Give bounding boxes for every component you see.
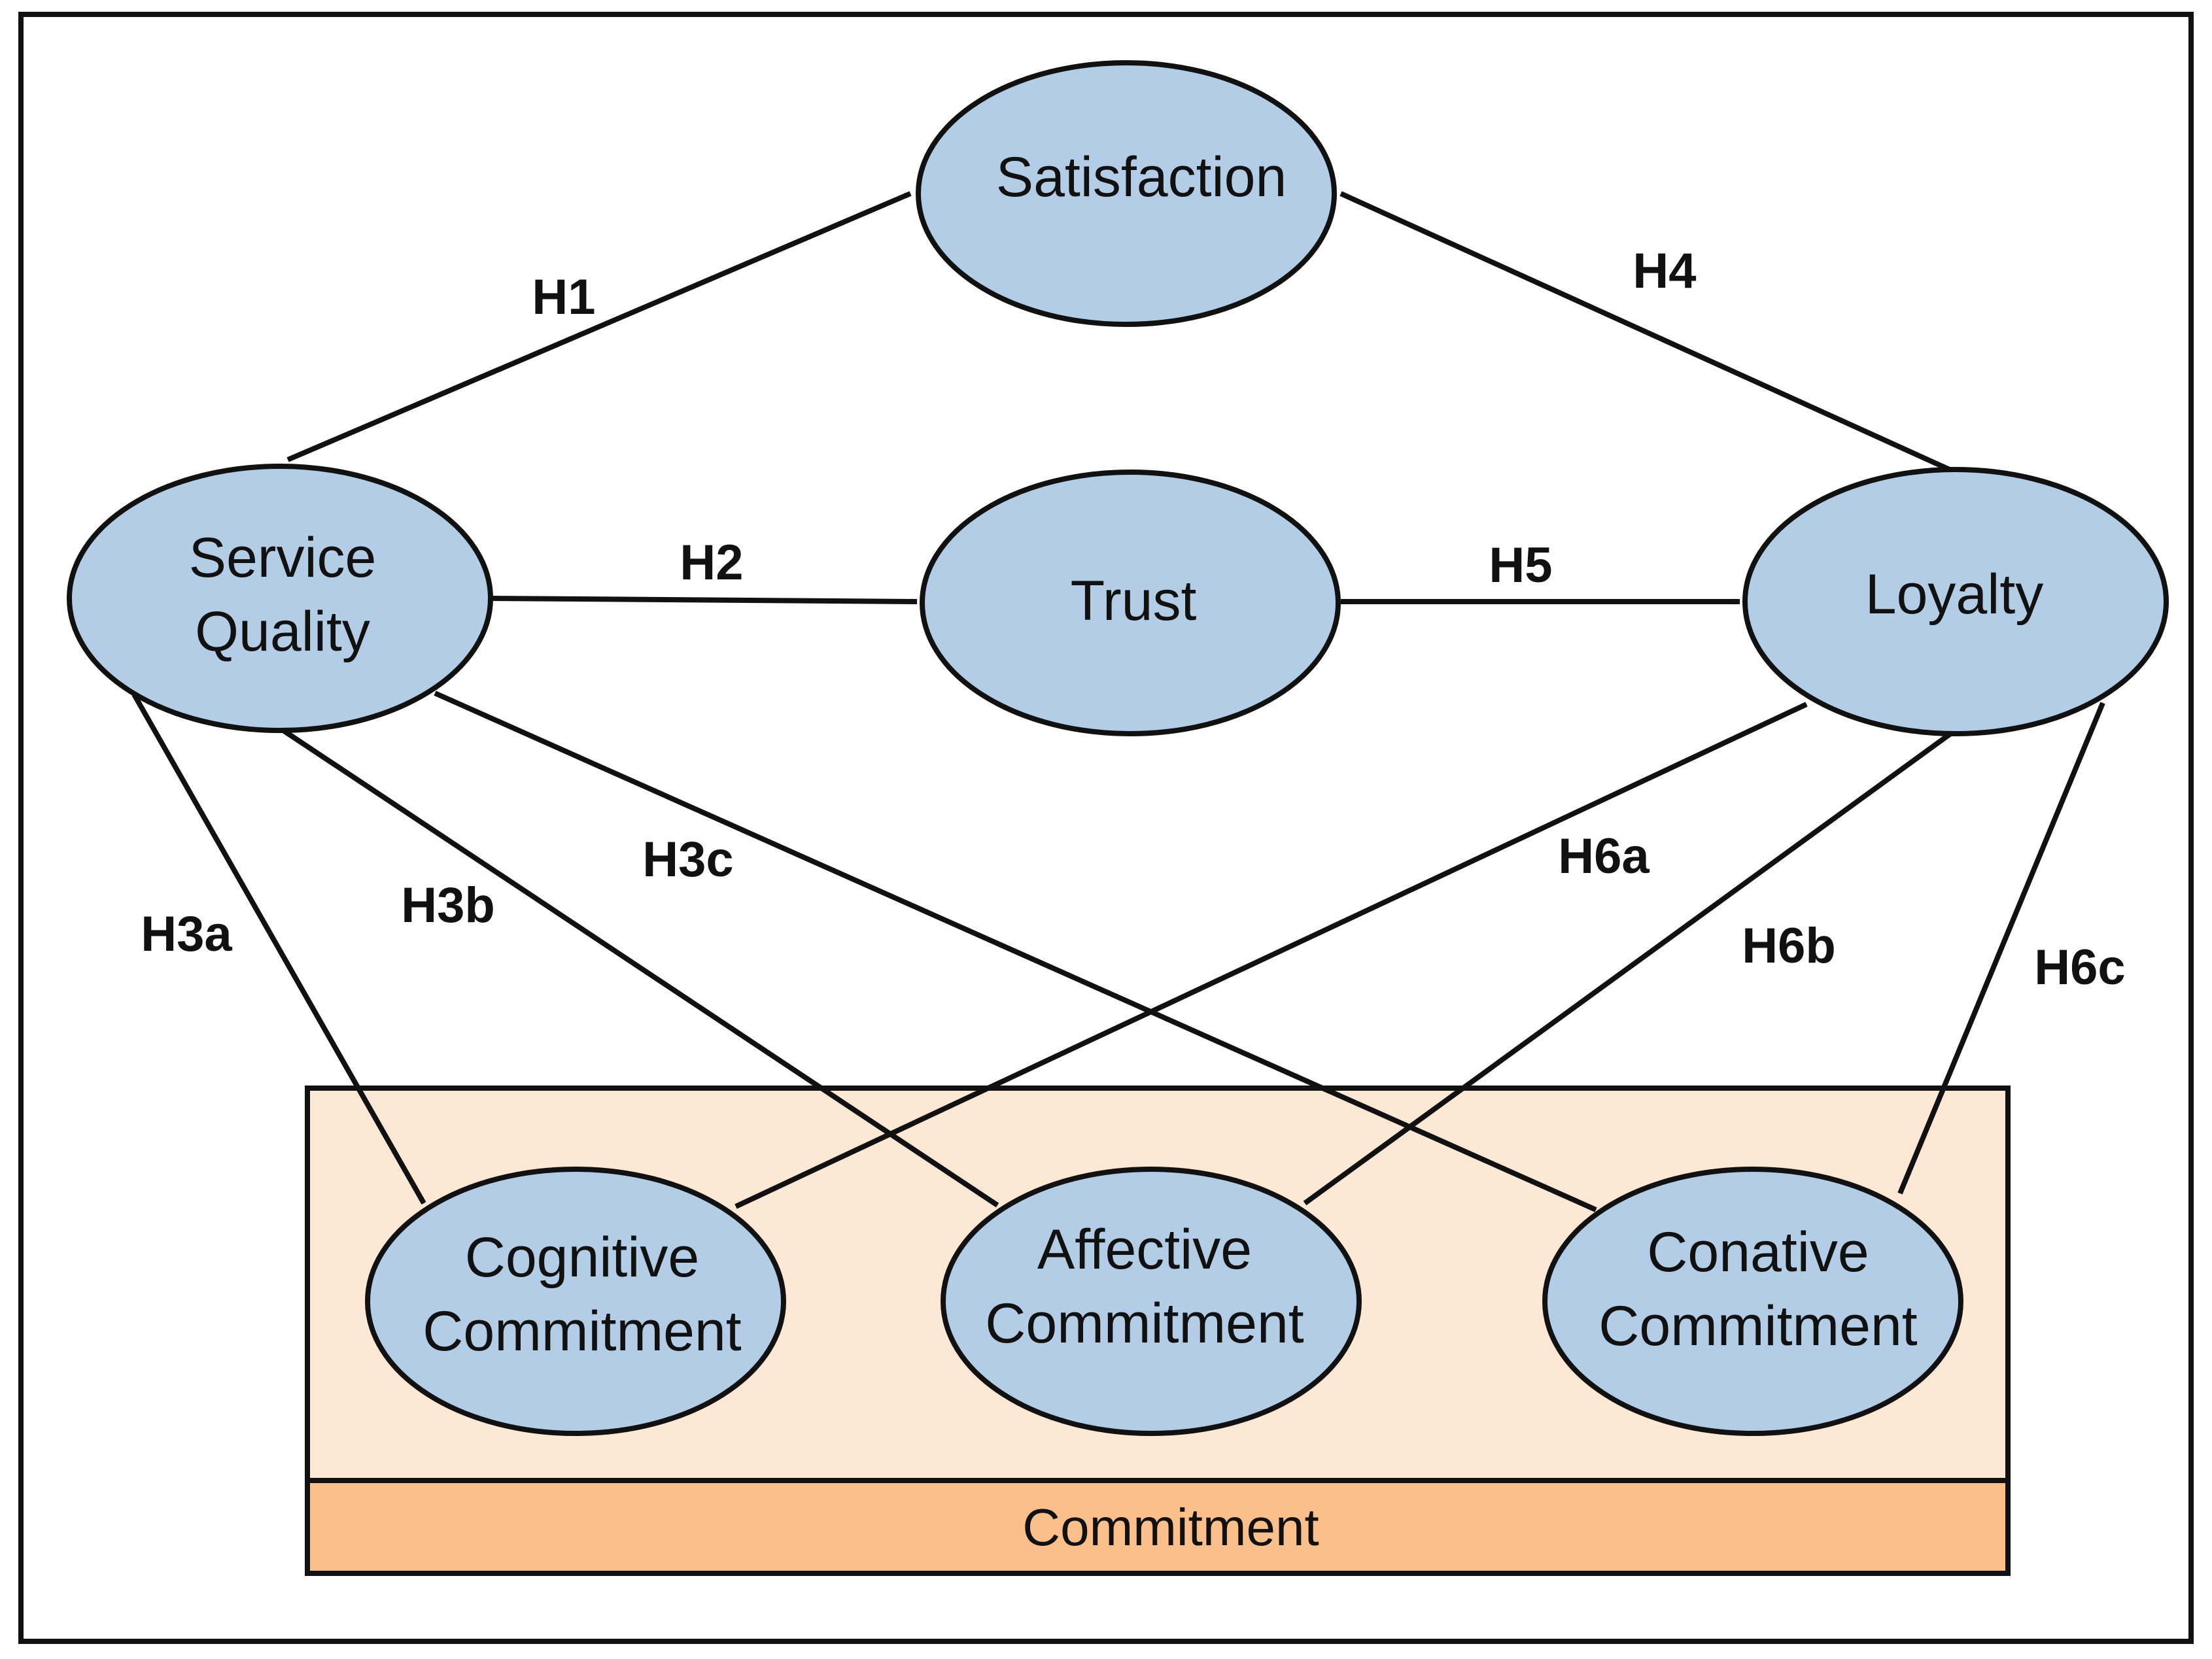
node-satisfaction-label: Satisfaction (996, 146, 1287, 209)
edge-label-h2: H2 (680, 535, 743, 590)
edge-h4 (1339, 191, 1954, 473)
node-cognitive-commitment: Cognitive Commitment (365, 1167, 786, 1436)
node-satisfaction-shape (916, 60, 1337, 327)
node-trust-shape (920, 470, 1341, 736)
node-affective-commitment-label-line2: Commitment (985, 1292, 1304, 1355)
edge-h3a (131, 693, 426, 1205)
edge-h1 (286, 191, 912, 462)
node-service-quality-label-line2: Quality (195, 600, 370, 663)
node-service-quality-shape (67, 464, 493, 733)
node-conative-commitment-label-line1: Conative (1647, 1221, 1869, 1284)
edge-h3c (434, 691, 1597, 1212)
node-cognitive-commitment-label-line1: Cognitive (465, 1226, 700, 1289)
edge-h3b (279, 727, 999, 1208)
node-conative-commitment-shape (1542, 1167, 1963, 1436)
edge-label-h6a: H6a (1558, 829, 1650, 884)
node-affective-commitment-shape (941, 1167, 1362, 1436)
node-affective-commitment-label-line1: Affective (1037, 1218, 1252, 1281)
node-conative-commitment-label-line2: Commitment (1599, 1295, 1918, 1358)
commitment-group-band (305, 1478, 2011, 1576)
node-loyalty-label: Loyalty (1865, 563, 2044, 626)
edge-label-h6b: H6b (1742, 918, 1836, 974)
node-cognitive-commitment-label-line2: Commitment (423, 1300, 742, 1363)
node-satisfaction: Satisfaction (916, 60, 1337, 327)
edge-label-h3b: H3b (401, 878, 495, 933)
node-service-quality: Service Quality (67, 464, 493, 733)
node-cognitive-commitment-shape (365, 1167, 786, 1436)
edges (131, 191, 2105, 1212)
edge-h6b (1303, 730, 1954, 1206)
node-service-quality-label-line1: Service (189, 526, 377, 589)
edge-label-h1: H1 (532, 269, 595, 325)
edge-label-h5: H5 (1489, 538, 1552, 593)
edge-h2 (491, 596, 918, 605)
edge-h6c (1897, 702, 2105, 1195)
node-trust: Trust (920, 470, 1341, 736)
edge-labels: H1 H2 H3a H3b H3c H4 H5 H6a H6b H6c (141, 243, 2125, 995)
edge-label-h3c: H3c (642, 832, 733, 887)
node-trust-label: Trust (1071, 570, 1197, 632)
commitment-group-label: Commitment (1022, 1498, 1319, 1556)
edge-h6a (734, 702, 1808, 1209)
node-loyalty-shape (1742, 467, 2169, 736)
nodes: Satisfaction Service Quality Trust Loyal… (67, 60, 2169, 1436)
node-loyalty: Loyalty (1742, 467, 2169, 736)
edge-label-h4: H4 (1633, 243, 1696, 299)
node-conative-commitment: Conative Commitment (1542, 1167, 1963, 1436)
node-affective-commitment: Affective Commitment (941, 1167, 1362, 1436)
edge-label-h6c: H6c (2034, 940, 2125, 995)
edge-label-h3a: H3a (141, 906, 232, 962)
